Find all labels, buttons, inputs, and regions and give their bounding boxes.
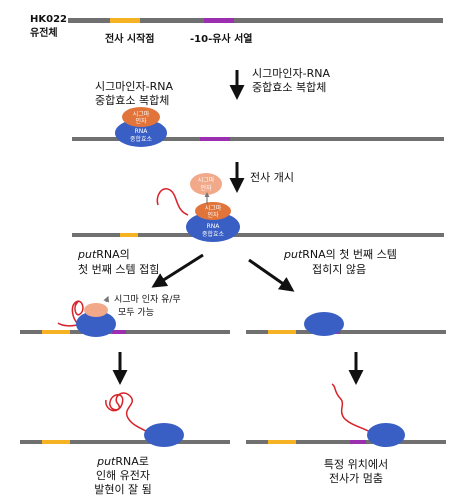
fold-label-rest: RNA의 xyxy=(96,248,130,261)
sigma-label-line1: 시그마 xyxy=(133,110,150,118)
complex-label-right-line2: 중합효소 복합체 xyxy=(252,81,326,94)
branch-arrow-left xyxy=(151,253,204,288)
sigma-note-line1: 시그마 인자 유/무 xyxy=(114,294,181,305)
sigma-factor-released xyxy=(190,173,222,195)
sigma-released-label-line1: 시그마 xyxy=(198,176,215,184)
stem-loop-rna xyxy=(71,300,84,325)
result-left-line3: 발현이 잘 됨 xyxy=(94,483,152,496)
nascent-rna-1 xyxy=(156,188,189,216)
result-left-italic: put xyxy=(96,455,116,468)
nofold-label-line2: 접히지 않음 xyxy=(312,262,366,276)
genome-name-line1: HK022 xyxy=(30,14,67,25)
rna-polymerase-right-mid xyxy=(304,312,344,336)
complex-label-left-line1: 시그마인자-RNA xyxy=(95,80,173,93)
initiation-label: 전사 개시 xyxy=(250,171,294,184)
fold-label-line2: 첫 번째 스템 접힘 xyxy=(78,263,159,276)
minus10-like-sequence xyxy=(204,18,234,23)
dna-strand-top xyxy=(68,18,443,23)
rnap-label-line1: RNA xyxy=(135,128,149,135)
dna-strand-right-mid xyxy=(246,330,446,334)
rnap2-label-line2: 중합효소 xyxy=(202,230,225,238)
rnap-label-line2: 중합효소 xyxy=(130,135,153,143)
rna-polymerase-1 xyxy=(115,119,167,147)
nofold-label-italic: put xyxy=(283,248,303,261)
fold-label-line1: putRNA의 xyxy=(77,248,130,261)
dna-strand-3 xyxy=(72,233,444,237)
nofold-label-rest: RNA의 첫 번째 스템 xyxy=(302,248,397,261)
folded-rna-long xyxy=(105,392,149,433)
rna-polymerase-left-mid xyxy=(76,311,116,337)
rna-polymerase-right-bottom xyxy=(367,423,405,447)
sigma-factor-optional xyxy=(84,303,108,317)
fold-label-italic: put xyxy=(77,248,97,261)
result-left-line1: putRNA로 xyxy=(96,455,149,468)
complex-label-left-line2: 중합효소 복합체 xyxy=(95,94,169,107)
sigma-label-line2: 인자 xyxy=(135,117,147,125)
complex-label-right-line1: 시그마인자-RNA xyxy=(252,67,330,80)
sigma-note-line2: 모두 가능 xyxy=(118,307,154,318)
dna-strand-right-bottom xyxy=(246,440,446,444)
result-right-line2: 전사가 멈춤 xyxy=(329,472,383,485)
rna-polymerase-2 xyxy=(186,212,240,242)
genome-name-line2: 유전체 xyxy=(30,26,58,39)
sigma-bound-label-line1: 시그마 xyxy=(205,204,222,212)
rnap2-label-line1: RNA xyxy=(207,223,221,230)
dna-strand-left-bottom xyxy=(20,440,230,444)
result-left-line2: 인해 유전자 xyxy=(96,468,150,482)
unfolded-rna xyxy=(331,383,373,434)
rna-polymerase-left-bottom xyxy=(144,423,184,447)
sigma-factor-2 xyxy=(195,202,231,220)
minus10-label: -10-유사 서열 xyxy=(190,32,253,45)
transcription-start-site xyxy=(110,18,140,23)
sigma-bound-label-line2: 인자 xyxy=(207,211,219,219)
branch-arrow-right xyxy=(248,258,295,292)
sigma-optional-arrow xyxy=(103,295,110,303)
sigma-factor-1 xyxy=(122,107,160,127)
sigma-released-label-line2: 인자 xyxy=(200,184,212,192)
result-right-line1: 특정 위치에서 xyxy=(324,458,388,471)
result-left-rest: RNA로 xyxy=(115,455,149,468)
nofold-label-line1: putRNA의 첫 번째 스템 xyxy=(283,248,397,261)
start-site-label: 전사 시작점 xyxy=(105,32,154,45)
dna-strand-left-mid xyxy=(20,330,230,334)
